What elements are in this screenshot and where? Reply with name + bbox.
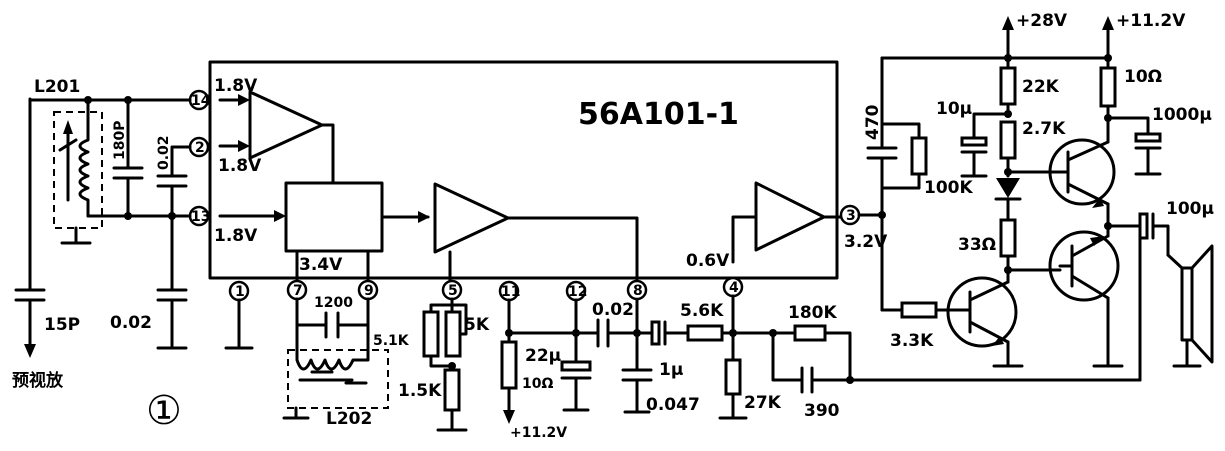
c002b-label: 0.02 <box>110 313 152 333</box>
pin-4: 4 <box>722 276 744 298</box>
r22k-label: 22K <box>1022 77 1060 97</box>
pin-13: 13 <box>188 205 210 227</box>
pin-9: 9 <box>357 279 379 301</box>
pin14-voltage: 1.8V <box>214 76 258 96</box>
r51k-label: 5.1K <box>373 333 410 349</box>
c10u-label: 10μ <box>936 99 972 119</box>
ic-part-number: 56A101-1 <box>578 97 739 132</box>
svg-text:3: 3 <box>846 208 856 224</box>
c390-label: 390 <box>804 401 840 421</box>
amplifier-1 <box>248 90 324 160</box>
transistor-q1 <box>1048 138 1116 208</box>
c470-label: 470 <box>863 104 883 140</box>
pin-12: 12 <box>565 280 587 302</box>
svg-text:1: 1 <box>235 284 245 300</box>
svg-text:8: 8 <box>633 283 643 299</box>
c002c-label: 0.02 <box>592 300 634 320</box>
input-label: 预视放 <box>12 370 64 391</box>
input-tank-l201: L201 180P 0.02 <box>12 77 192 391</box>
pin-7: 7 <box>286 279 308 301</box>
svg-text:4: 4 <box>729 280 739 296</box>
l202-circuit: 1200 5.1K L202 <box>282 295 410 429</box>
c0047-label: 0.047 <box>646 395 700 415</box>
r10ohm-label: 10Ω <box>1124 67 1162 87</box>
c100u-label: 100μ <box>1166 199 1214 219</box>
pin-11: 11 <box>498 280 520 302</box>
svg-text:13: 13 <box>191 209 210 225</box>
svg-text:7: 7 <box>293 283 303 299</box>
pin-5: 5 <box>441 279 463 301</box>
pin4-network: 27K 180K 390 <box>718 294 1142 421</box>
svg-text:12: 12 <box>568 284 587 300</box>
supply-112: +11.2V <box>1116 11 1186 31</box>
c002a-label: 0.02 <box>156 135 172 170</box>
r180k-label: 180K <box>788 303 837 323</box>
pin-1: 1 <box>228 280 250 302</box>
r5k-label: 5K <box>464 315 490 335</box>
supply-28: +28V <box>1016 11 1068 31</box>
r33-label: 33Ω <box>958 235 996 255</box>
pin11-network: 10Ω +11.2V <box>500 298 600 441</box>
svg-text:9: 9 <box>364 283 374 299</box>
output-stage: 470 100K 3.3K +28V +11.2V 22K 10μ <box>857 11 1214 382</box>
pin-2: 2 <box>188 136 210 158</box>
pin2-voltage: 1.8V <box>218 156 262 176</box>
pin12-network: 22μ 0.02 <box>525 298 654 412</box>
r10-label: 10Ω <box>522 376 553 392</box>
transistor-q3 <box>946 276 1018 348</box>
pin-14: 14 <box>188 89 211 111</box>
pin5-network: 5K 1.5K <box>398 297 490 432</box>
c1200-label: 1200 <box>314 295 353 311</box>
pin4-voltage: 0.6V <box>686 251 730 271</box>
transistor-q2 <box>1048 230 1120 302</box>
pin3-voltage: 3.2V <box>844 232 888 252</box>
ic-56a101: 56A101-1 <box>208 60 846 282</box>
r56k-label: 5.6K <box>680 301 724 321</box>
svg-text:11: 11 <box>501 284 520 300</box>
l202-label: L202 <box>326 409 372 429</box>
pin13-voltage: 1.8V <box>214 226 258 246</box>
c22u-label: 22μ <box>525 346 561 366</box>
svg-text:14: 14 <box>191 93 211 109</box>
pin8-network: 0.047 1μ 5.6K <box>621 298 735 415</box>
svg-text:2: 2 <box>195 140 205 156</box>
r27k-label: 27K <box>744 393 782 413</box>
pin79-voltage: 3.4V <box>299 255 343 275</box>
amplifier-3 <box>754 181 826 252</box>
pin-8: 8 <box>626 279 648 301</box>
r27kb-label: 2.7K <box>1022 119 1066 139</box>
figure-number: ① <box>146 388 182 434</box>
l201-label: L201 <box>34 77 80 97</box>
amplifier-2 <box>433 182 510 254</box>
c15p-label: 15P <box>44 315 80 335</box>
r33k-label: 3.3K <box>890 331 934 351</box>
c180p-label: 180P <box>112 121 128 160</box>
svg-text:5: 5 <box>448 283 458 299</box>
c1000u-label: 1000μ <box>1152 105 1212 125</box>
c1u-label: 1μ <box>659 360 683 380</box>
supply-112-bottom: +11.2V <box>510 425 567 441</box>
r100k-label: 100K <box>924 178 973 198</box>
pin-3: 3 <box>839 204 861 226</box>
r15k-label: 1.5K <box>398 381 442 401</box>
speaker-icon <box>1166 244 1214 368</box>
ic-internal-block <box>284 181 384 253</box>
